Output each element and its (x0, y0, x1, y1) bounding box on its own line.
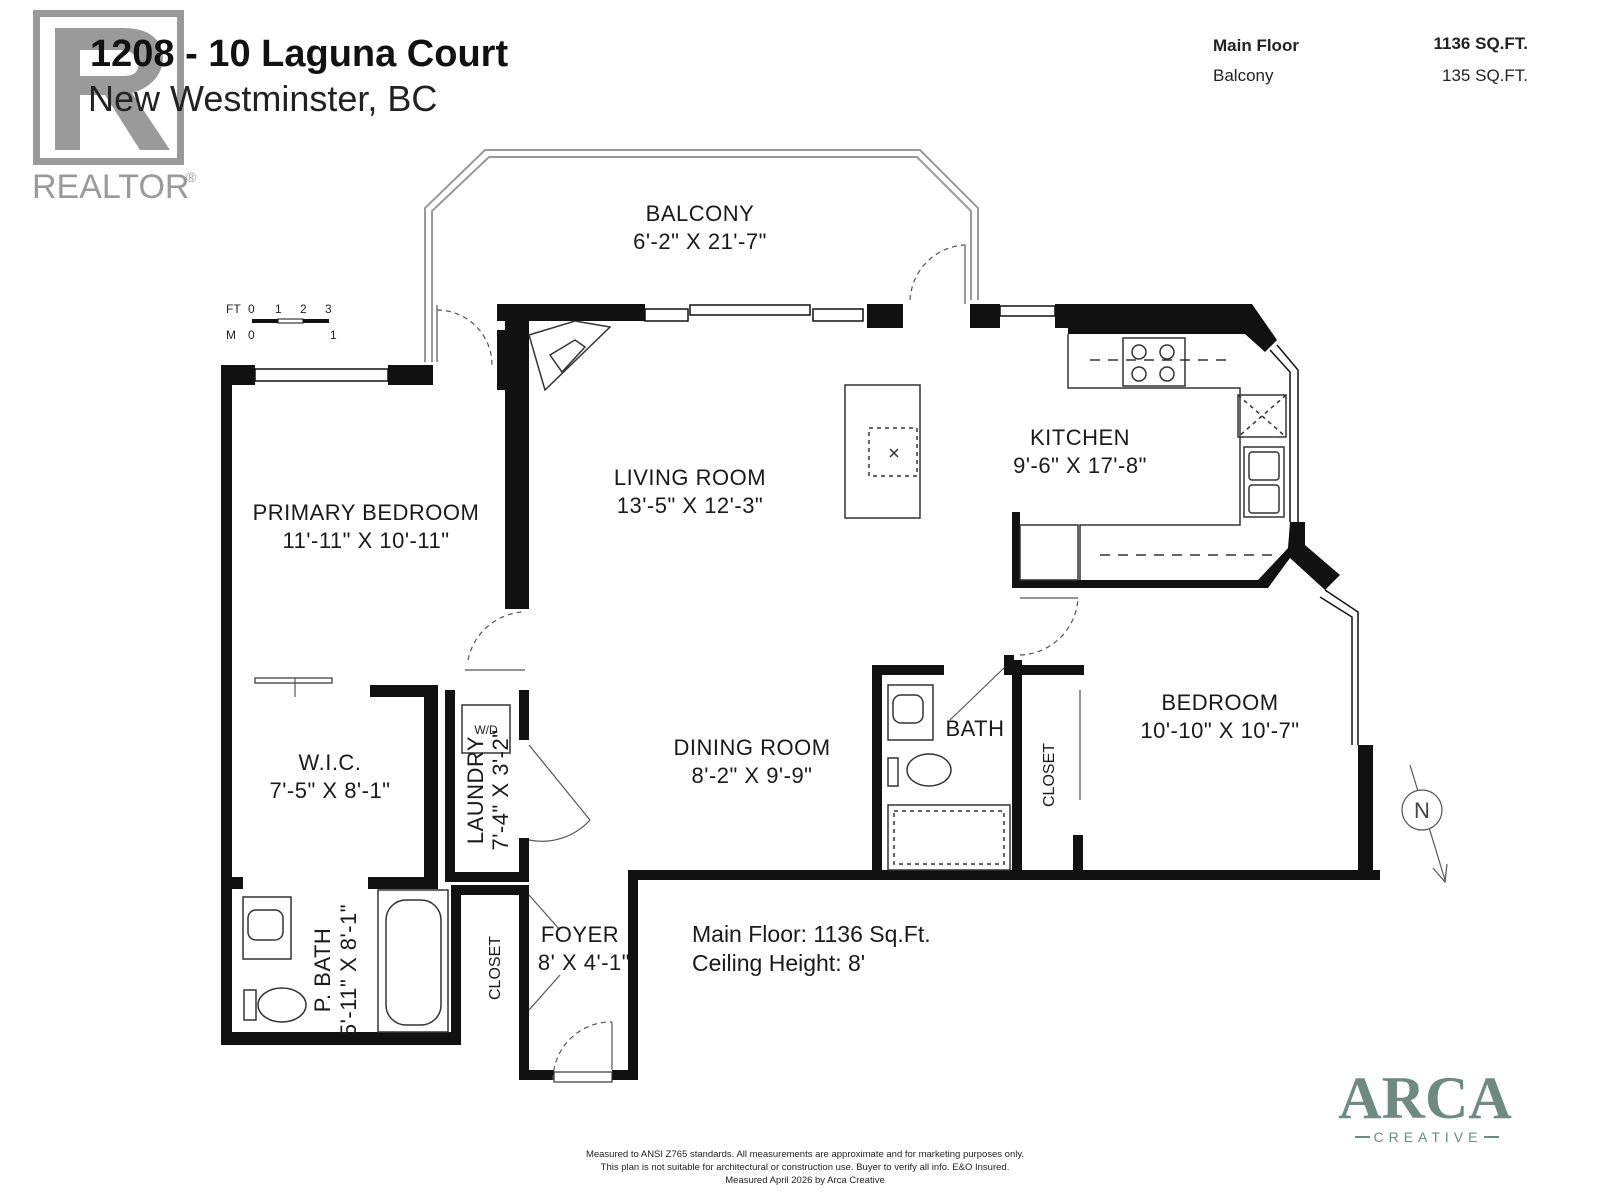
area-value-balcony: 135 SQ.FT. (1442, 66, 1528, 85)
fireplace (528, 320, 612, 392)
room-closet-bed: CLOSET (1041, 743, 1058, 807)
scale-bar: FT 0 1 2 3 M 0 1 (226, 302, 337, 342)
kitchen-island (844, 384, 921, 519)
arca-text: ARCA (1338, 1065, 1511, 1131)
washer-dryer: W/D (461, 704, 511, 754)
footer-line-3: Measured April 2026 by Arca Creative (725, 1175, 884, 1186)
room-dining-name: DINING ROOM (673, 735, 830, 760)
room-primary-name: PRIMARY BEDROOM (253, 500, 480, 525)
room-bedroom-dims: 10'-10" X 10'-7" (1140, 718, 1299, 743)
room-balcony-dims: 6'-2" X 21'-7" (633, 229, 767, 254)
footer-line-2: This plan is not suitable for architectu… (601, 1162, 1010, 1173)
room-closet-foyer: CLOSET (487, 936, 504, 1000)
scale-ft-tick-2: 2 (300, 302, 307, 316)
arca-logo: ARCA CREATIVE (1338, 1065, 1511, 1145)
scale-m-label: M (226, 328, 236, 342)
room-kitchen-dims: 9'-6" X 17'-8" (1013, 453, 1147, 478)
summary-main-floor: Main Floor: 1136 Sq.Ft. (692, 921, 931, 947)
registered-mark: ® (186, 169, 197, 185)
city-subtitle: New Westminster, BC (88, 78, 437, 119)
north-compass-icon: N (1401, 764, 1448, 884)
arca-sub-text: CREATIVE (1374, 1129, 1483, 1145)
room-living-name: LIVING ROOM (614, 465, 766, 490)
scale-ft-tick-0: 0 (248, 302, 255, 316)
door-swings (254, 244, 1081, 1081)
room-foyer-dims: 8' X 4'-1" (538, 950, 630, 975)
walls (221, 304, 1380, 1080)
realtor-text: REALTOR (32, 168, 189, 206)
wd-label: W/D (474, 723, 498, 737)
scale-ft-label: FT (226, 302, 241, 316)
address-title: 1208 - 10 Laguna Court (90, 33, 508, 75)
compass-n: N (1414, 798, 1430, 823)
windows (254, 304, 1056, 382)
area-name-balcony: Balcony (1213, 66, 1274, 85)
scale-m-tick-1: 1 (330, 328, 337, 342)
room-dining-dims: 8'-2" X 9'-9" (691, 763, 812, 788)
room-wic-name: W.I.C. (299, 750, 362, 775)
realtor-logo: REALTOR ® (32, 10, 197, 206)
room-wic-dims: 7'-5" X 8'-1" (269, 778, 390, 803)
footer-line-1: Measured to ANSI Z765 standards. All mea… (586, 1149, 1024, 1160)
area-name-main: Main Floor (1213, 36, 1299, 55)
room-pbath-dims: 5'-11" X 8'-1" (336, 904, 361, 1036)
room-bedroom-name: BEDROOM (1161, 690, 1278, 715)
room-pbath-name: P. BATH (310, 928, 335, 1013)
room-primary-dims: 11'-11" X 10'-11" (282, 528, 449, 553)
room-living-dims: 13'-5" X 12'-3" (617, 493, 763, 518)
room-bath-name: BATH (945, 716, 1004, 741)
pbath-fixtures (242, 889, 449, 1033)
scale-ft-tick-3: 3 (325, 302, 332, 316)
area-value-main: 1136 SQ.FT. (1434, 34, 1529, 53)
room-kitchen-name: KITCHEN (1030, 425, 1130, 450)
kitchen-cabinets (1019, 334, 1287, 581)
kitchen-window-edge (1269, 344, 1359, 745)
balcony-outline (424, 149, 979, 362)
room-laundry-dims: 7'-4" X 3'-2" (488, 729, 513, 850)
scale-ft-tick-1: 1 (275, 302, 282, 316)
scale-m-tick-0: 0 (248, 328, 255, 342)
bath-fixtures (887, 684, 1011, 871)
room-foyer-name: FOYER (541, 922, 619, 947)
room-balcony-name: BALCONY (646, 201, 755, 226)
room-laundry-name: LAUNDRY (463, 736, 488, 844)
summary-ceiling: Ceiling Height: 8' (692, 950, 865, 976)
